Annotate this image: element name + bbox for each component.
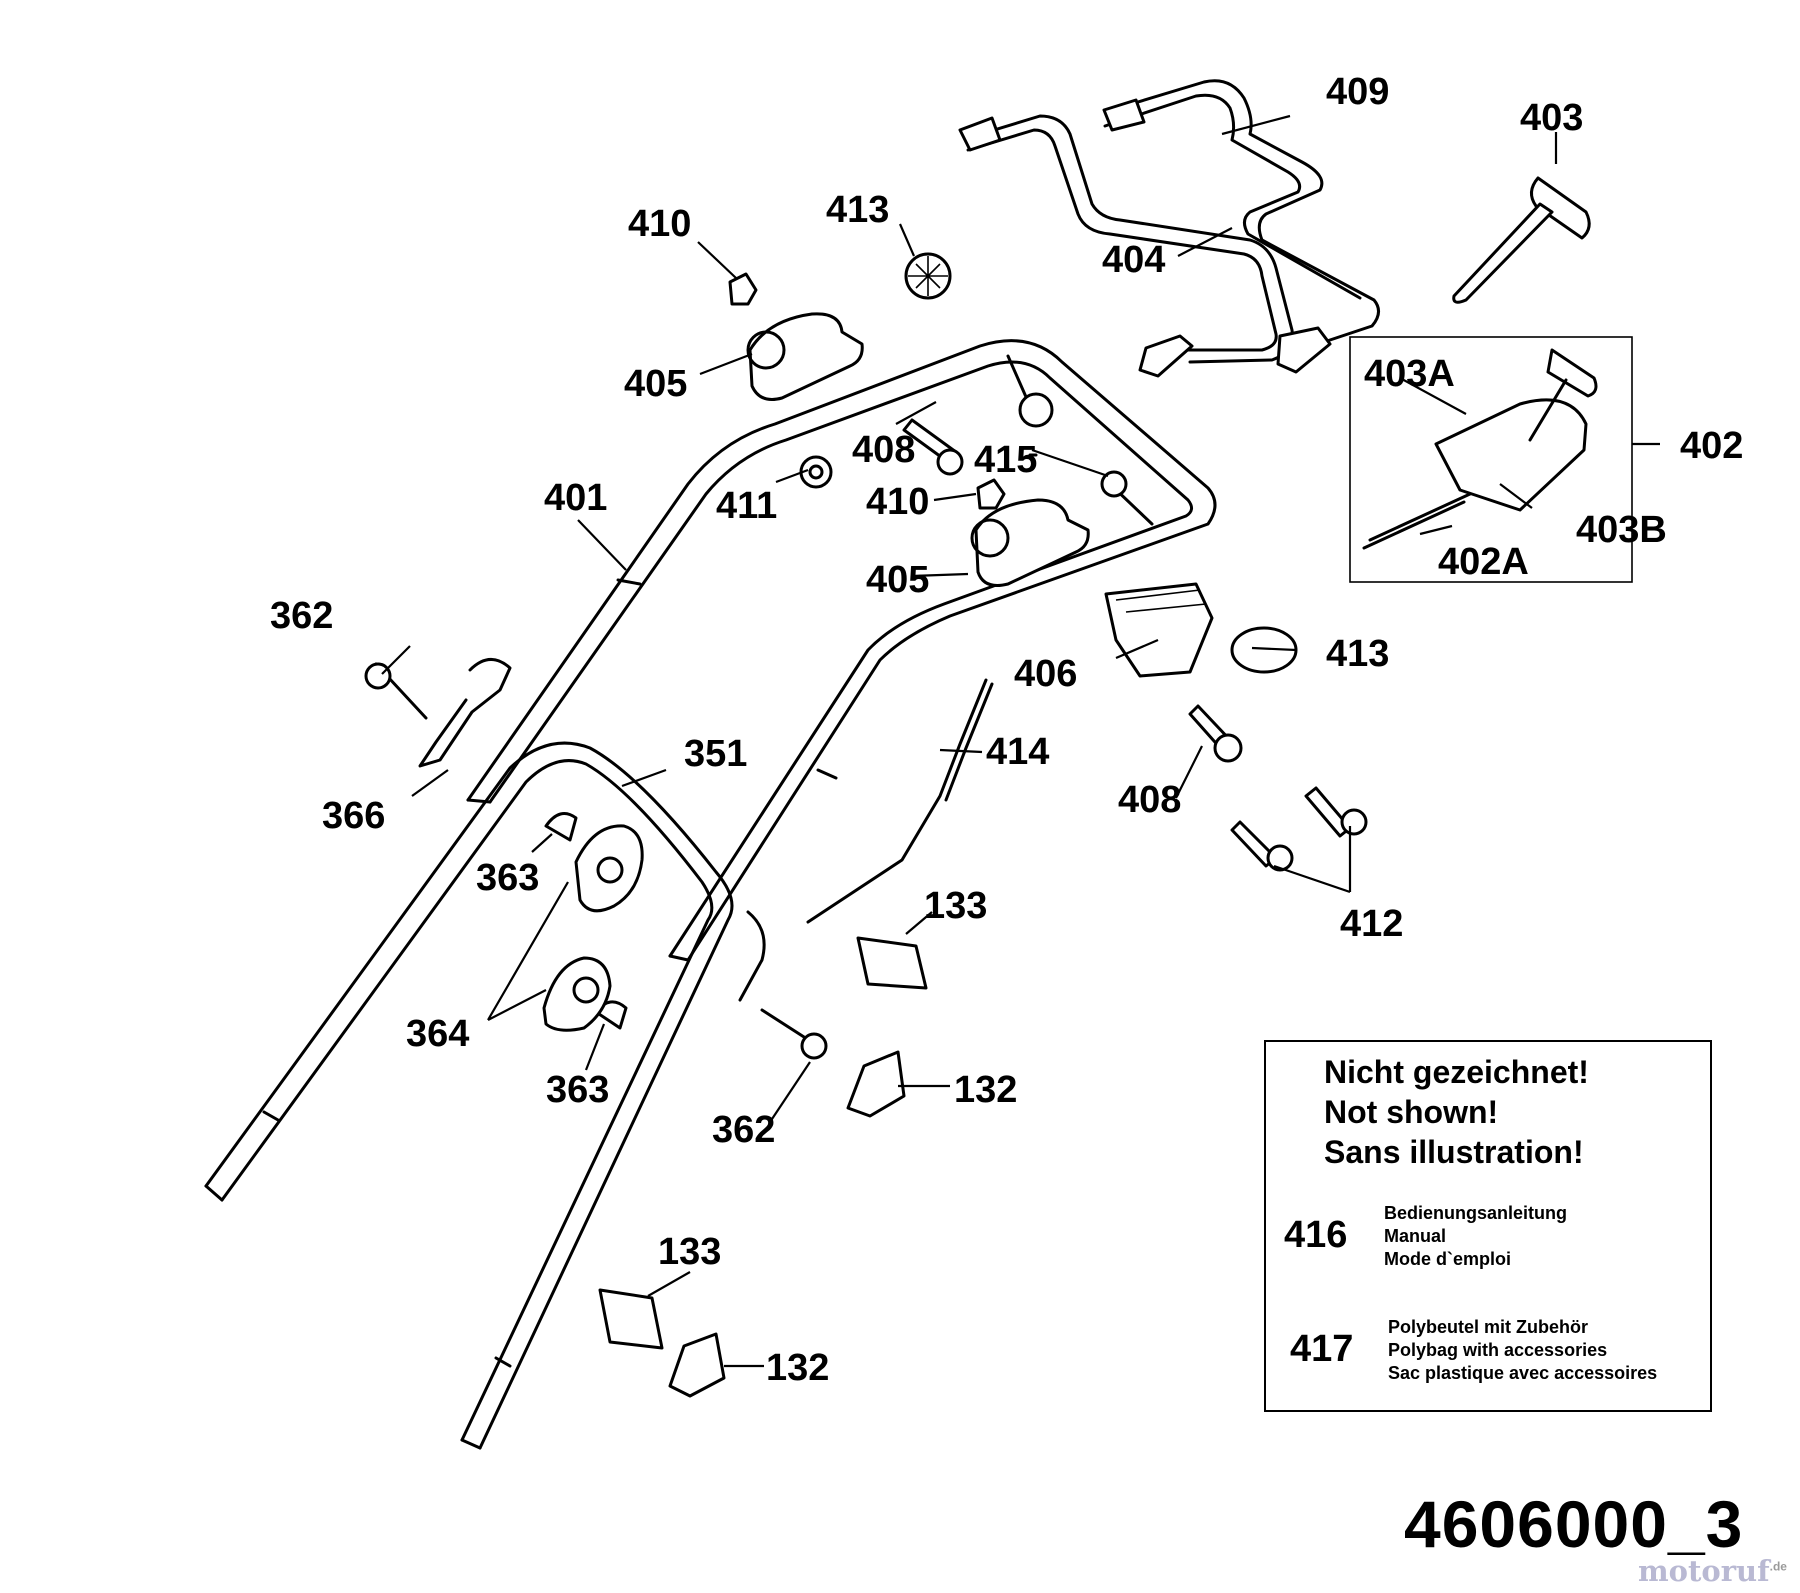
label-401: 401 — [544, 477, 607, 519]
legend-item-number: 416 — [1284, 1214, 1348, 1256]
upper-handle-401 — [466, 339, 1217, 962]
label-408: 408 — [852, 429, 915, 471]
label-410: 410 — [628, 203, 691, 245]
label-405: 405 — [866, 559, 929, 601]
legend-item-line: Sac plastique avec accessoires — [1388, 1363, 1658, 1383]
label-402: 402 — [1680, 425, 1743, 467]
label-406: 406 — [1014, 653, 1077, 695]
label-402A: 402A — [1438, 541, 1529, 583]
label-351: 351 — [684, 733, 747, 775]
label-133: 133 — [658, 1231, 721, 1273]
label-405: 405 — [624, 363, 687, 405]
throttle-control-402 — [1349, 336, 1660, 583]
label-403A: 403A — [1364, 353, 1455, 395]
label-133: 133 — [924, 885, 987, 927]
throttle-lever-403 — [1452, 176, 1591, 304]
not-shown-legend: Nicht gezeichnet! Not shown! Sans illust… — [1264, 1040, 1712, 1412]
drawing-number: 4606000_3 — [1404, 1487, 1744, 1561]
legend-item-number: 417 — [1290, 1328, 1354, 1370]
label-415: 415 — [974, 439, 1037, 481]
hardware-parts — [364, 252, 1368, 1398]
label-363: 363 — [546, 1069, 609, 1111]
lower-handle-351 — [204, 741, 766, 1450]
label-362: 362 — [270, 595, 333, 637]
label-413: 413 — [1326, 633, 1389, 675]
label-404: 404 — [1102, 239, 1165, 281]
watermark-text: motoruf — [1638, 1554, 1770, 1588]
label-362: 362 — [712, 1109, 775, 1151]
legend-item-line: Bedienungsanleitung — [1384, 1203, 1568, 1223]
label-132: 132 — [766, 1347, 829, 1389]
label-410: 410 — [866, 481, 929, 523]
label-363: 363 — [476, 857, 539, 899]
label-413: 413 — [826, 189, 889, 231]
legend-item-line: Polybag with accessories — [1388, 1340, 1608, 1360]
bail-levers-404-409 — [958, 79, 1380, 378]
legend-heading-fr: Sans illustration! — [1324, 1134, 1584, 1170]
watermark-suffix: .de — [1769, 1559, 1787, 1574]
label-409: 409 — [1326, 71, 1389, 113]
legend-item-line: Polybeutel mit Zubehör — [1388, 1317, 1589, 1337]
label-412: 412 — [1340, 903, 1403, 945]
legend-item-line: Manual — [1384, 1226, 1447, 1246]
label-414: 414 — [986, 731, 1049, 773]
label-403B: 403B — [1576, 509, 1667, 551]
leader-lines — [381, 114, 1558, 1368]
legend-heading-en: Not shown! — [1324, 1094, 1499, 1130]
label-403: 403 — [1520, 97, 1583, 139]
watermark-logo: motoruf.de — [1638, 1554, 1787, 1588]
legend-heading-de: Nicht gezeichnet! — [1324, 1054, 1589, 1090]
label-366: 366 — [322, 795, 385, 837]
label-132: 132 — [954, 1069, 1017, 1111]
label-364: 364 — [406, 1013, 469, 1055]
label-408: 408 — [1118, 779, 1181, 821]
label-411: 411 — [716, 485, 777, 527]
part-labels: 409 403 410 413 404 405 408 415 403A 402… — [270, 71, 1743, 1389]
legend-item-line: Mode d`emploi — [1384, 1249, 1511, 1269]
